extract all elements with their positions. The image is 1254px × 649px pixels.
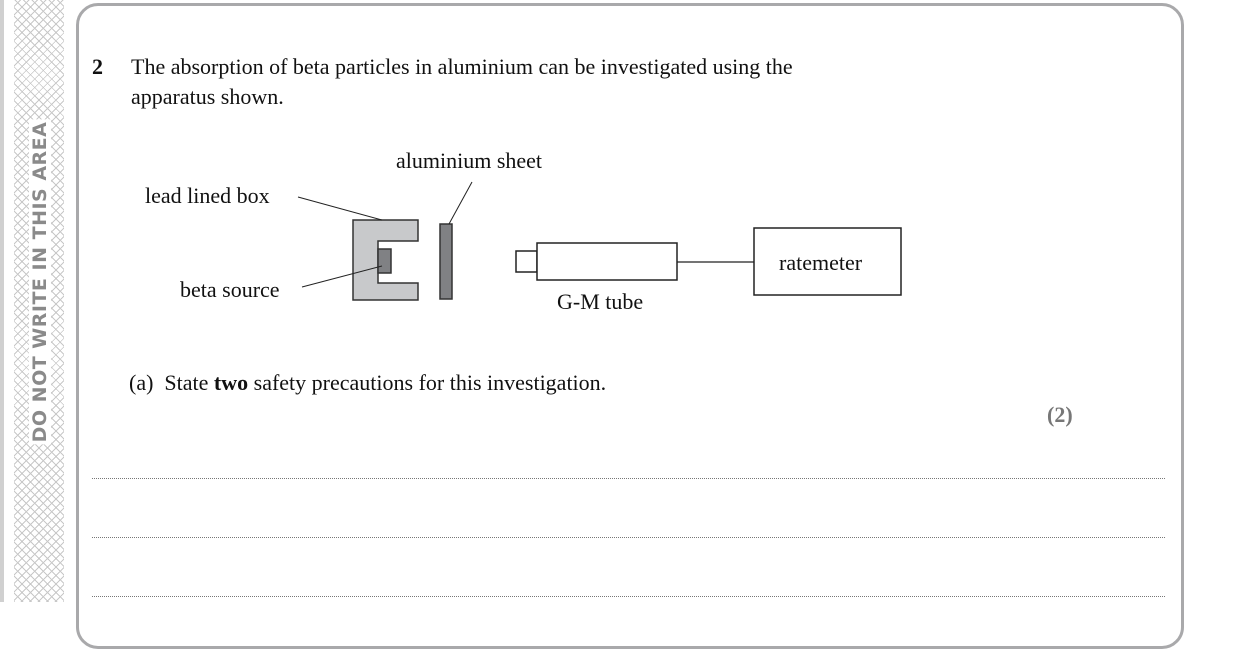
part-a-text-post: safety precautions for this investigatio… <box>248 370 607 395</box>
part-a-label: (a) <box>129 370 154 395</box>
label-beta-source: beta source <box>180 277 280 302</box>
ratemeter-box <box>753 227 902 296</box>
leader-beta-source <box>301 265 383 288</box>
answer-line-1[interactable] <box>92 478 1165 479</box>
part-a-text-pre: State <box>164 370 214 395</box>
answer-line-3[interactable] <box>92 596 1165 597</box>
label-lead-lined-box: lead lined box <box>145 183 270 208</box>
answer-line-2[interactable] <box>92 537 1165 538</box>
label-aluminium-sheet: aluminium sheet <box>396 148 543 173</box>
label-gm-tube: G-M tube <box>557 289 644 314</box>
leader-lead-box <box>297 196 383 221</box>
beta-source <box>377 248 392 274</box>
part-a-bold: two <box>213 370 249 395</box>
gm-tube <box>536 242 678 281</box>
label-ratemeter: ratemeter <box>779 250 863 275</box>
lead-lined-box <box>352 219 419 301</box>
leader-aluminium <box>448 181 473 225</box>
question-text-line1: The absorption of beta particles in alum… <box>131 54 793 79</box>
apparatus-diagram <box>297 181 902 301</box>
aluminium-sheet <box>439 223 453 300</box>
marks: (2) <box>1047 402 1073 427</box>
part-a-question: (a) State two safety precautions for thi… <box>129 370 606 396</box>
question-text-line2: apparatus shown. <box>131 84 284 109</box>
question-number: 2 <box>92 54 103 79</box>
page-edge <box>0 0 4 602</box>
gm-tube-window <box>515 250 538 273</box>
